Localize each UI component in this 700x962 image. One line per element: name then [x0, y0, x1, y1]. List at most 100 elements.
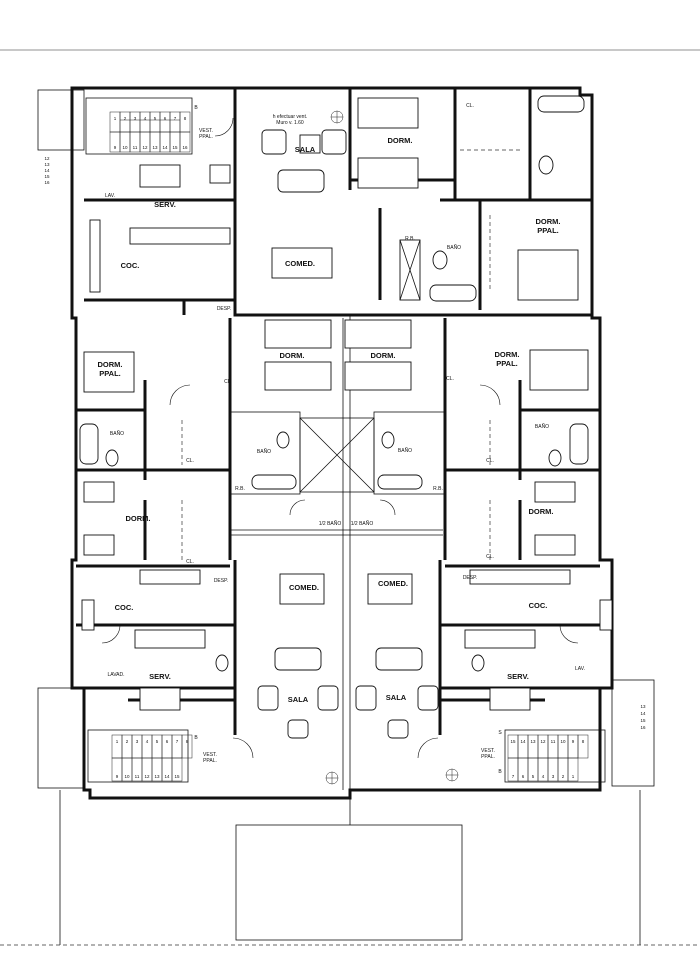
label-bano-core-left: BAÑO [257, 448, 271, 455]
bathtub [537, 95, 585, 113]
bed [344, 319, 412, 349]
stair-top-step-number: 16 [182, 145, 188, 150]
stair-bl-step-number: 6 [166, 739, 169, 744]
label-coc-right: COC. [529, 601, 548, 610]
label-comed-top: COMED. [285, 259, 315, 268]
stair-bl-step-number: 1 [116, 739, 119, 744]
bed [534, 534, 576, 556]
exit-stair-right-number: 15 [640, 718, 646, 723]
label-lav-top: LAV. [105, 193, 115, 199]
kitchen-counter [469, 569, 571, 585]
stair-tread [129, 111, 141, 133]
bed [344, 361, 412, 391]
label-rb-right: R.B. [433, 486, 443, 492]
stair-bl-step-number: 8 [186, 739, 189, 744]
armchair [387, 719, 409, 739]
bathtub [251, 474, 297, 490]
label-serv-top: SERV. [154, 200, 176, 209]
label-cl-right: CL. [446, 376, 454, 382]
exit-stair-top-left [37, 89, 85, 151]
label-desp-left: DESP. [214, 578, 228, 584]
armchair [317, 685, 339, 711]
dining-table-right [367, 573, 413, 605]
stair-top-step-number: 11 [133, 145, 138, 150]
stair-top-step-number: 13 [152, 145, 158, 150]
armchair [355, 685, 377, 711]
stair-bl-step-number: 4 [146, 739, 149, 744]
label-serv-left: SERV. [149, 672, 171, 681]
stair-bottom-left [87, 729, 189, 783]
stair-top-step-number: 5 [154, 116, 157, 121]
bed [529, 349, 589, 391]
stair-tread [171, 757, 183, 782]
label-desp-top: DESP. [217, 306, 231, 312]
stair-tread [149, 111, 161, 133]
stair-tread [139, 111, 151, 133]
toilet [105, 449, 119, 467]
label-coc-left: COC. [115, 603, 134, 612]
label-note-2: Muro v. 1.60 [276, 120, 304, 126]
label-cl-right-3: CL. [486, 554, 494, 560]
exit-stair-left-number: 16 [44, 180, 50, 185]
bed [83, 534, 115, 556]
exit-stair-bottom-right [611, 679, 655, 787]
label-half-bath-left: 1/2 BAÑO [319, 520, 342, 527]
stair-br-step-number: 13 [530, 739, 536, 744]
service-bed [464, 629, 536, 649]
stair-br-step-number: 4 [542, 774, 545, 779]
bathtub [377, 474, 423, 490]
stair-tread [109, 111, 121, 133]
bathtub [79, 423, 99, 465]
armchair [287, 719, 309, 739]
label-serv-right: SERV. [507, 672, 529, 681]
bed [83, 351, 135, 393]
stair-top-step-number: 2 [124, 116, 127, 121]
exit-stair-left-number: 13 [44, 162, 50, 167]
stair-top-step-number: 1 [114, 116, 117, 121]
label-cl-top: CL. [466, 103, 474, 109]
label-dorm-mid-right: DORM. [371, 351, 396, 360]
label-stair-b-left: B [194, 735, 198, 741]
stair-tread [577, 734, 589, 759]
exit-stair-right-number: 16 [640, 725, 646, 730]
dining-table-left [279, 573, 325, 605]
stair-bl-step-number: 14 [164, 774, 170, 779]
armchair [321, 129, 347, 155]
stair-bl-step-number: 9 [116, 774, 119, 779]
label-rb-top: R.B. [405, 236, 415, 242]
exit-stair-left-number: 12 [44, 156, 50, 161]
stair-br-step-number: 8 [582, 739, 585, 744]
exit-stair-bottom-left [37, 687, 85, 789]
stair-top-step-number: 3 [134, 116, 137, 121]
toilet [548, 449, 562, 467]
label-bano-top: BAÑO [447, 244, 461, 251]
armchair [417, 685, 439, 711]
label-dorm-ppal-left-2: PPAL. [99, 369, 121, 378]
stair-bl-step-number: 5 [156, 739, 159, 744]
label-rb-left: R.B. [235, 486, 245, 492]
sofa [274, 647, 322, 671]
service-bed [489, 687, 531, 711]
exterior-walls [70, 86, 614, 800]
label-vest-right-2: PPAL. [481, 754, 495, 760]
label-bano-core-right: BAÑO [398, 447, 412, 454]
label-sala-top: SALA [295, 145, 316, 154]
label-cl-left: CL. [224, 379, 232, 385]
bed [357, 97, 419, 129]
exit-stair-right-number: 13 [640, 704, 646, 709]
sofa [375, 647, 423, 671]
stair-top-step-number: 7 [174, 116, 177, 121]
bathtub [569, 423, 589, 465]
stair-tread [159, 111, 171, 133]
compass-icon [330, 110, 344, 124]
room-labels: SALA COMED. DORM. DORM. PPAL. COC. SERV.… [98, 103, 586, 775]
bed [534, 481, 576, 503]
bed [517, 249, 579, 301]
stair-br-step-number: 5 [532, 774, 535, 779]
label-sala-right: SALA [386, 693, 407, 702]
stair-top-step-number: 14 [162, 145, 168, 150]
stair-br-step-number: 15 [510, 739, 516, 744]
label-vest-left-2: PPAL. [203, 758, 217, 764]
